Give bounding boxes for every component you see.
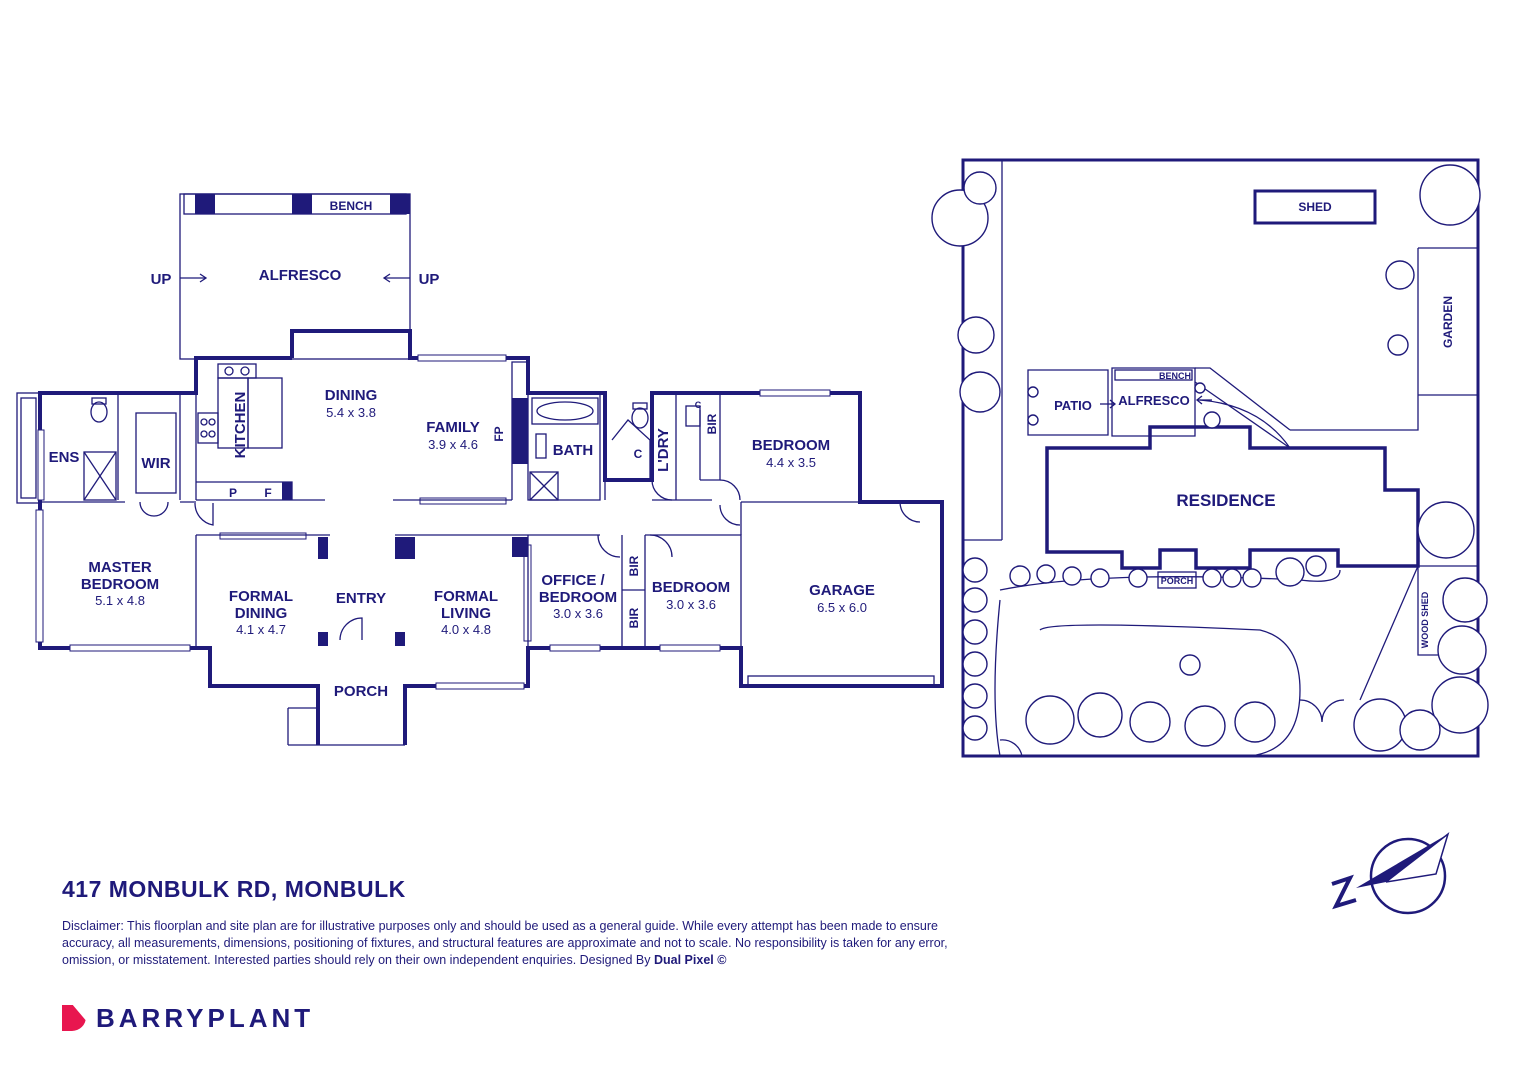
formal-dining-label-2: DINING [235,605,288,622]
bedroom-small-dims: 3.0 x 3.6 [666,597,716,612]
formal-living-label: FORMAL [434,588,498,605]
wood-shed-label: WOOD SHED [1420,591,1430,648]
fridge-label: F [264,486,271,500]
site-alfresco-label: ALFRESCO [1118,393,1190,408]
cupboard-label: C [634,447,643,461]
designer-credit: Dual Pixel © [654,953,727,967]
shed-label: SHED [1298,200,1332,214]
master-dims: 5.1 x 4.8 [95,593,145,608]
office-dims: 3.0 x 3.6 [553,606,603,621]
alfresco-label: ALFRESCO [259,267,342,284]
up-left-label: UP [151,271,172,288]
disclaimer-text: Disclaimer: This floorplan and site plan… [62,918,962,969]
dining-dims: 5.4 x 3.8 [326,405,376,420]
office-label-2: BEDROOM [539,589,617,606]
bedroom-label: BEDROOM [752,437,830,454]
property-address: 417 MONBULK RD, MONBULK [62,876,406,902]
bir-top-label: BIR [705,413,719,434]
formal-living-label-2: LIVING [441,605,491,622]
porch-label: PORCH [334,683,388,700]
brand-logo: BARRYPLANT [62,1002,314,1034]
trees [931,164,1489,752]
bir-1-label: BIR [627,555,641,576]
brand-name: BARRYPLANT [96,1002,315,1033]
bedroom-small-label: BEDROOM [652,579,730,596]
residence-label: RESIDENCE [1176,491,1275,510]
garden-label: GARDEN [1441,296,1455,348]
fireplace-label: FP [492,426,506,441]
laundry-label: L'DRY [655,428,672,472]
master-label: MASTER [88,559,152,576]
office-label: OFFICE / [541,572,605,589]
room-labels: DINING 5.4 x 3.8 FAMILY 3.9 x 4.6 FP KIT… [49,387,875,700]
patio-label: PATIO [1054,398,1092,413]
garage-dims: 6.5 x 6.0 [817,600,867,615]
garage-label: GARAGE [809,582,875,599]
house-walls [16,329,944,746]
up-right-label: UP [419,271,440,288]
fixtures [83,363,701,501]
bedroom-dims: 4.4 x 3.5 [766,455,816,470]
formal-dining-dims: 4.1 x 4.7 [236,622,286,637]
bir-2-label: BIR [627,607,641,628]
kitchen-label: KITCHEN [232,392,249,459]
site-porch-label: PORCH [1161,576,1194,586]
floor-plan: BENCH ALFRESCO UP UP [16,193,944,746]
family-dims: 3.9 x 4.6 [428,437,478,452]
ensuite-label: ENS [49,449,80,466]
site-bench-label: BENCH [1159,371,1191,381]
alfresco-area: BENCH ALFRESCO UP UP [151,193,440,360]
entry-label: ENTRY [336,590,386,607]
bath-label: BATH [553,442,594,459]
north-compass-icon [1331,831,1450,915]
disclaimer-body: Disclaimer: This floorplan and site plan… [62,919,948,967]
family-label: FAMILY [426,419,480,436]
formal-living-dims: 4.0 x 4.8 [441,622,491,637]
laundry-cupboard-label: C [695,400,702,410]
site-plan: SHED GARDEN BENCH PATIO ALFRESCO RESIDEN… [931,158,1489,758]
dining-label: DINING [325,387,378,404]
master-label-2: BEDROOM [81,576,159,593]
brand-mark-icon [62,1005,86,1031]
bench-label: BENCH [330,199,373,213]
formal-dining-label: FORMAL [229,588,293,605]
wir-label: WIR [141,455,170,472]
pantry-label: P [229,486,237,500]
